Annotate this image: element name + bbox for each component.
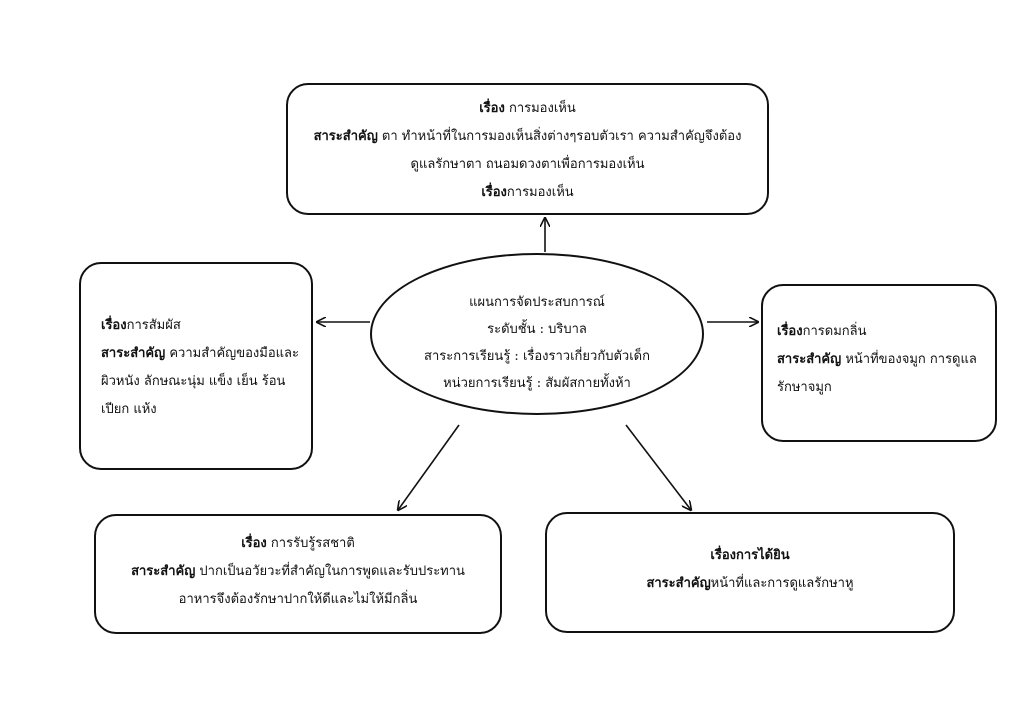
top-essence-text-2: ดูแลรักษาตา ถนอมดวงตาเพื่อการมองเห็น: [410, 157, 645, 172]
arrow-to-bottom-left: [398, 424, 460, 510]
top-essence-text-1: ตา ทำหน้าที่ในการมองเห็นสิ่งต่างๆรอบตัวเ…: [377, 129, 742, 144]
br-essence-label: สาระสำคัญ: [646, 576, 711, 591]
br-essence-text-1: หน้าที่และการดูแลรักษาหู: [710, 576, 854, 591]
left-essence-text-2: ผิวหนัง ลักษณะนุ่ม แข็ง เย็น ร้อน: [101, 374, 286, 389]
top-topic: การมองเห็น: [504, 101, 576, 116]
bl-topic: การรับรู้รสชาติ: [266, 536, 355, 551]
center-line-3: สาระการเรียนรู้ : เรื่องราวเกี่ยวกับตัวเ…: [424, 349, 650, 364]
top-essence-line-1: สาระสำคัญ ตา ทำหน้าที่ในการมองเห็นสิ่งต่…: [288, 123, 767, 151]
topic-box-smell: เรื่องการดมกลิ่น สาระสำคัญ หน้าที่ของจมู…: [761, 284, 997, 442]
right-essence-text-2: รักษาจมูก: [777, 380, 832, 395]
right-essence-line-1: สาระสำคัญ หน้าที่ของจมูก การดูแล: [777, 346, 995, 374]
left-topic-label: เรื่อง: [101, 318, 127, 333]
bl-essence-text-1: ปากเป็นอวัยวะที่สำคัญในการพูดและรับประทา…: [195, 564, 465, 579]
top-topic-label: เรื่อง: [479, 101, 505, 116]
topic-box-touch: เรื่องการสัมผัส สาระสำคัญ ความสำคัญของมื…: [79, 262, 313, 470]
top-repeat-line: เรื่องการมองเห็น: [288, 179, 767, 207]
br-topic-label: เรื่องการได้ยิน: [710, 548, 790, 563]
bl-topic-label: เรื่อง: [241, 536, 267, 551]
arrow-to-bottom-right: [625, 424, 691, 510]
right-topic-line: เรื่องการดมกลิ่น: [777, 318, 995, 346]
topic-box-taste: เรื่อง การรับรู้รสชาติ สาระสำคัญ ปากเป็น…: [94, 514, 502, 634]
right-essence-text-1: หน้าที่ของจมูก การดูแล: [841, 352, 977, 367]
top-repeat-label: เรื่อง: [481, 185, 507, 200]
center-plan-ellipse: แผนการจัดประสบการณ์ ระดับชั้น : บริบาล ส…: [370, 253, 704, 415]
left-essence-line-1: สาระสำคัญ ความสำคัญของมือและ: [101, 340, 311, 368]
topic-box-seeing: เรื่อง การมองเห็น สาระสำคัญ ตา ทำหน้าที่…: [286, 83, 769, 215]
topic-box-hearing: เรื่องการได้ยิน สาระสำคัญหน้าที่และการดู…: [545, 512, 955, 633]
right-topic-label: เรื่อง: [777, 324, 803, 339]
bl-essence-label: สาระสำคัญ: [131, 564, 196, 579]
br-essence-line-1: สาระสำคัญหน้าที่และการดูแลรักษาหู: [547, 570, 953, 598]
bl-topic-line: เรื่อง การรับรู้รสชาติ: [96, 530, 500, 558]
left-essence-text-1: ความสำคัญของมือและ: [165, 346, 299, 361]
right-topic: การดมกลิ่น: [802, 324, 867, 339]
top-essence-label: สาระสำคัญ: [313, 129, 378, 144]
left-topic-line: เรื่องการสัมผัส: [101, 312, 311, 340]
bl-essence-text-2: อาหารจึงต้องรักษาปากให้ดีและไม่ให้มีกลิ่…: [178, 592, 418, 607]
top-topic-line: เรื่อง การมองเห็น: [288, 95, 767, 123]
bl-essence-line-1: สาระสำคัญ ปากเป็นอวัยวะที่สำคัญในการพูดแ…: [96, 558, 500, 586]
center-line-1: แผนการจัดประสบการณ์: [469, 295, 605, 310]
left-essence-label: สาระสำคัญ: [101, 346, 166, 361]
left-essence-text-3: เปียก แห้ง: [101, 402, 157, 417]
center-line-4: หน่วยการเรียนรู้ : สัมผัสกายทั้งห้า: [443, 376, 631, 391]
right-essence-label: สาระสำคัญ: [777, 352, 842, 367]
center-line-2: ระดับชั้น : บริบาล: [487, 322, 587, 337]
top-repeat-topic: การมองเห็น: [506, 185, 574, 200]
left-topic: การสัมผัส: [126, 318, 181, 333]
